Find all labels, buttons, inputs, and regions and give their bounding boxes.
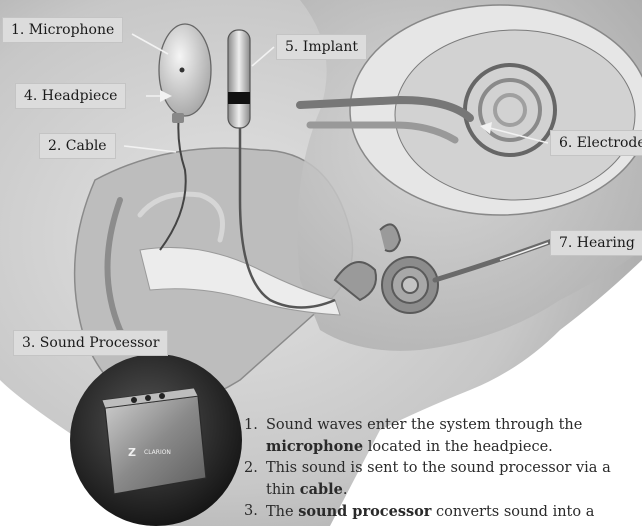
step-item: 3.The sound processor converts sound int… (244, 501, 642, 523)
processor-brand: CLARION (144, 449, 171, 456)
step-item: 1.Sound waves enter the system through t… (244, 415, 642, 458)
implant-capsule (228, 30, 250, 128)
label-implant: 5. Implant (276, 34, 367, 60)
label-cable: 2. Cable (39, 133, 116, 159)
label-sound-processor: 3. Sound Processor (13, 330, 168, 356)
label-electrode: 6. Electrode (550, 130, 642, 156)
sound-processor-inset: CLARION Z (70, 354, 242, 526)
label-microphone: 1. Microphone (2, 17, 123, 43)
svg-text:Z: Z (128, 446, 136, 459)
label-hearing: 7. Hearing (550, 230, 642, 256)
step-list: 1.Sound waves enter the system through t… (244, 415, 642, 523)
step-item: 2.This sound is sent to the sound proces… (244, 458, 642, 501)
label-headpiece: 4. Headpiece (15, 83, 126, 109)
